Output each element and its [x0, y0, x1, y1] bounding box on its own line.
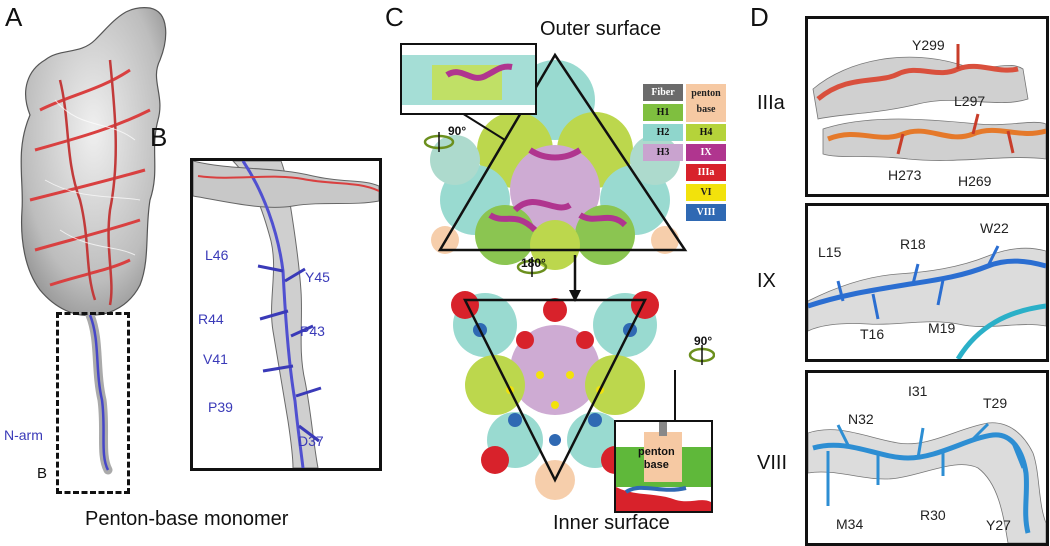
residue-label: P39 — [208, 399, 233, 415]
ix-side-view — [402, 55, 535, 105]
legend-iiia: IIIa — [686, 164, 726, 181]
n-arm-density-closeup — [193, 161, 379, 468]
legend-h1: H1 — [643, 104, 683, 121]
penton-base-inset-box: penton base — [614, 420, 713, 513]
panel-d-letter: D — [750, 2, 769, 32]
panel-d-iiia-box: Y299 L297 H273 H269 — [805, 16, 1049, 197]
row-label-ix: IX — [757, 270, 776, 292]
residue-label: I31 — [908, 383, 928, 399]
inner-surface-title: Inner surface — [553, 512, 670, 534]
penton-base-inset-label: penton base — [638, 446, 675, 471]
residue-label: T16 — [860, 326, 885, 342]
panel-a-caption: Penton-base monomer — [85, 508, 289, 530]
rotation-label-right: 90° — [694, 334, 713, 348]
legend-fiber: Fiber — [643, 84, 683, 101]
residue-label: R18 — [900, 236, 926, 252]
residue-label: L15 — [818, 244, 842, 260]
ix-strand-density — [808, 245, 1046, 359]
panel-c-letter: C — [385, 2, 404, 32]
residue-label: H269 — [958, 173, 992, 189]
residue-label: V41 — [203, 351, 228, 367]
residue-label: P43 — [300, 323, 325, 339]
residue-label: D37 — [298, 433, 324, 449]
box-b-label: B — [37, 465, 48, 482]
n-arm-label: N-arm — [4, 427, 43, 443]
outer-surface-title: Outer surface — [540, 18, 662, 40]
residue-label: L46 — [205, 247, 229, 263]
residue-label: M19 — [928, 320, 956, 336]
legend-h2: H2 — [643, 124, 683, 141]
row-label-iiia: IIIa — [757, 92, 785, 114]
panel-d-viii-box: I31 N32 T29 M34 R30 Y27 — [805, 370, 1049, 546]
residue-label: L297 — [954, 93, 986, 109]
legend-penton-base: penton base — [686, 84, 726, 122]
residue-label: R30 — [920, 507, 946, 523]
rotation-label-top: 90° — [448, 124, 467, 138]
residue-label: T29 — [983, 395, 1008, 411]
rotation-label-middle: 180° — [521, 256, 546, 270]
legend-h3: H3 — [643, 144, 683, 161]
legend-ix: IX — [686, 144, 726, 161]
residue-label: Y299 — [912, 37, 945, 53]
panel-a-letter: A — [5, 2, 23, 32]
panel-d-ix-box: L15 R18 W22 T16 M19 — [805, 203, 1049, 362]
residue-label: W22 — [980, 220, 1009, 236]
n-arm-dashed-box — [56, 312, 130, 494]
residue-label: Y45 — [305, 269, 330, 285]
top-inset-box — [400, 43, 537, 115]
penton-base-monomer-density — [20, 7, 167, 475]
viii-strand-density — [808, 422, 1046, 543]
legend-vi: VI — [686, 184, 726, 201]
residue-label: H273 — [888, 167, 922, 183]
penton-base-side-view — [616, 422, 711, 511]
residue-label: N32 — [848, 411, 874, 427]
iiia-helix-density — [812, 44, 1046, 161]
residue-label: M34 — [836, 516, 864, 532]
residue-label: R44 — [198, 311, 224, 327]
residue-label: Y27 — [986, 517, 1011, 533]
legend-viii: VIII — [686, 204, 726, 221]
panel-b-letter: B — [150, 122, 168, 152]
legend-h4: H4 — [686, 124, 726, 141]
component-legend: Fiber penton base H1 H2 H4 H3 IX IIIa VI… — [643, 84, 729, 221]
row-label-viii: VIII — [757, 452, 788, 474]
panel-b-box: L46 Y45 R44 P43 V41 P39 D37 — [190, 158, 382, 471]
